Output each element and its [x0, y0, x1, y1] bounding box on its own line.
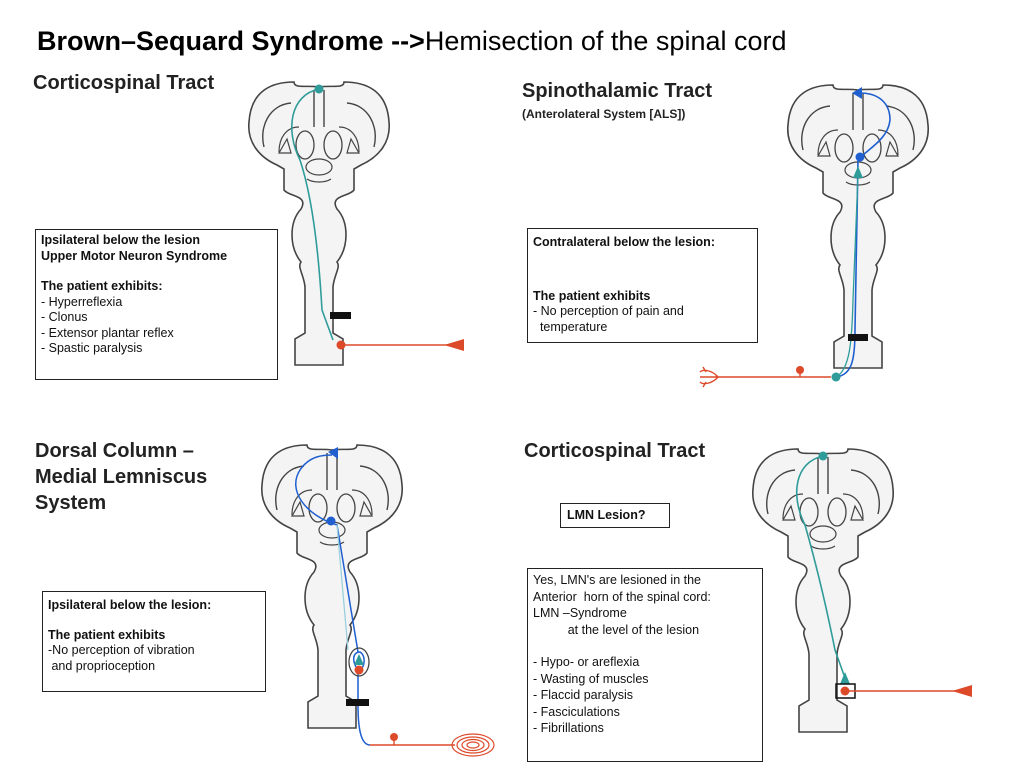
box-item: temperature [533, 319, 608, 334]
box-item: - Flaccid paralysis [533, 688, 634, 702]
dorsal-horn-neuron-top-right [831, 372, 841, 382]
info-box-bottom-left: Ipsilateral below the lesion: The patien… [42, 591, 266, 692]
slide-title-bold: Brown–Sequard Syndrome --> [37, 26, 425, 56]
thalamus-neuron-bottom-left [326, 516, 336, 526]
panel-title-top-right: Spinothalamic Tract [522, 80, 713, 102]
motor-cortex-neuron-top-left [314, 84, 324, 94]
box-heading-line-2: Upper Motor Neuron Syndrome [41, 248, 228, 263]
panel-title-line: Dorsal Column – [35, 440, 194, 462]
box-item: -No perception of vibration [48, 643, 195, 657]
drg-neuron-bottom-left [390, 733, 398, 741]
answer-line: LMN –Syndrome [533, 606, 627, 620]
box-item: - No perception of pain and [533, 304, 684, 318]
lesion-bar-bottom-left [346, 699, 369, 706]
corticospinal-tract-bottom-right [795, 455, 846, 679]
answer-line: at the level of the lesion [533, 622, 700, 637]
box-item: - Extensor plantar reflex [41, 325, 174, 340]
panel-subtitle-top-right: (Anterolateral System [ALS]) [522, 107, 686, 121]
box-item: - Wasting of muscles [533, 671, 649, 686]
motor-cortex-neuron-bottom-right [818, 451, 828, 461]
box-item: and proprioception [48, 658, 156, 673]
box-subheading: The patient exhibits [533, 288, 651, 303]
anterior-horn-arrow-bottom-right [840, 672, 850, 684]
nucleus-relay-arrow-bottom-left [354, 654, 364, 665]
lesion-bar-top-right [848, 334, 868, 341]
cortex-arrow-bottom-left [328, 447, 338, 459]
thalamus-neuron-top-right [855, 152, 865, 162]
answer-line: Yes, LMN's are lesioned in the [533, 573, 701, 587]
box-item: - Fibrillations [533, 721, 604, 735]
muscle-arrow-bottom-right [952, 685, 972, 697]
box-subheading: The patient exhibits: [41, 279, 163, 293]
brainstem-top-right [786, 84, 930, 369]
panel-title-line: System [35, 492, 107, 514]
dorsal-column-tract-bottom-left [295, 454, 371, 746]
box-item: - Hyperreflexia [41, 294, 123, 309]
info-box-top-right: Contralateral below the lesion: The pati… [527, 228, 758, 343]
box-subheading: The patient exhibits [48, 627, 166, 642]
pacinian-corpuscle-icon [451, 733, 495, 757]
lmn-neuron-top-left [336, 340, 346, 350]
corticospinal-tract-top-left [291, 88, 334, 341]
slide-title: Brown–Sequard Syndrome -->Hemisection of… [37, 26, 787, 57]
panel-title-top-left: Corticospinal Tract [33, 72, 215, 94]
box-heading: Ipsilateral below the lesion: [48, 598, 212, 612]
gracile-neuron-bottom-left [354, 665, 364, 675]
lmn-question-box: LMN Lesion? [560, 503, 670, 528]
medial-lemniscus-bottom-left [336, 524, 349, 651]
box-item: - Fasciculations [533, 704, 620, 719]
thalamus-relay-arrow-top-right [853, 166, 863, 178]
slide-title-normal: Hemisection of the spinal cord [424, 26, 787, 56]
brainstem-bottom-right [751, 448, 895, 733]
muscle-arrow-top-left [444, 339, 464, 351]
box-heading-line-1: Ipsilateral below the lesion [41, 233, 201, 247]
nucleus-outline-bottom-left [348, 647, 370, 677]
panel-title-bottom-right: Corticospinal Tract [524, 440, 706, 462]
box-item: - Spastic paralysis [41, 341, 143, 355]
spinothalamic-tract-teal-top-right [835, 174, 859, 378]
spinothalamic-tract-top-right [835, 92, 891, 378]
nociceptor-ending-icon [699, 366, 719, 388]
panel-title-bottom-left: Dorsal Column – Medial Lemniscus System [35, 438, 207, 516]
panel-title-line: Medial Lemniscus [35, 466, 208, 488]
lmn-neuron-bottom-right [840, 686, 850, 696]
box-item: - Hypo- or areflexia [533, 655, 640, 669]
info-box-top-left: Ipsilateral below the lesion Upper Motor… [35, 229, 278, 380]
answer-line: Anterior horn of the spinal cord: [533, 589, 711, 604]
box-heading: Contralateral below the lesion: [533, 235, 715, 249]
info-box-bottom-right: Yes, LMN's are lesioned in the Anterior … [527, 568, 763, 762]
lesion-bar-top-left [330, 312, 351, 319]
box-item: - Clonus [41, 310, 88, 324]
cortex-arrow-top-right [852, 87, 862, 99]
brainstem-bottom-left [260, 444, 404, 729]
